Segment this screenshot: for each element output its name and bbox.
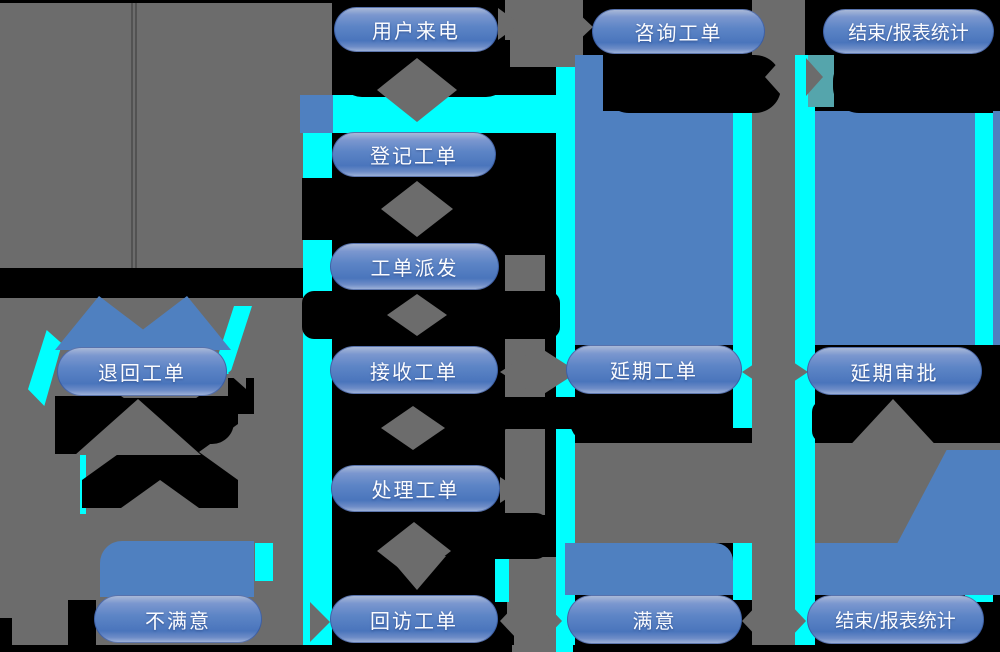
node-label: 满意: [632, 609, 677, 633]
bg-seam-line: [135, 3, 137, 268]
node-label: 结束/报表统计: [848, 22, 969, 44]
arrow-down-tip: [388, 556, 446, 590]
node-label: 不满意: [145, 608, 211, 633]
shadow-patch: [302, 178, 342, 240]
node-receive-ticket: 接收工单: [330, 346, 498, 394]
bg-gray-mid-bottom-corridor: [507, 557, 557, 652]
node-end-report-top: 结束/报表统计: [823, 9, 994, 54]
connector-band-end-bottom: [815, 543, 1000, 595]
artifact-cyan-band: [975, 113, 993, 345]
connector-band-end-approval: [815, 111, 975, 345]
node-label: 接收工单: [370, 359, 458, 384]
artifact-cyan-band: [733, 55, 752, 428]
artifact-cyan-band: [332, 95, 558, 133]
bg-seam-line: [131, 3, 133, 268]
connector-band-consult-delay: [575, 111, 733, 345]
bg-gray-top-left: [0, 3, 332, 268]
artifact-cyan-band: [795, 55, 815, 645]
node-label: 延期审批: [850, 360, 939, 385]
connector-band-stub: [300, 95, 333, 133]
node-register-ticket: 登记工单: [332, 132, 496, 177]
arrow-right-tip: [577, 12, 593, 42]
shadow-patch: [68, 600, 96, 645]
node-user-call: 用户来电: [334, 7, 498, 52]
bg-gray-bottom-gap: [512, 645, 556, 652]
node-label: 工单派发: [370, 256, 459, 280]
artifact-cyan-patch: [556, 635, 573, 652]
node-label: 延期工单: [610, 359, 698, 383]
bg-black-strip: [0, 268, 318, 298]
bg-black-bottom-strip: [0, 645, 1000, 652]
shadow-end-top: [833, 55, 1000, 113]
node-unsatisfied: 不满意: [94, 595, 262, 643]
node-end-report-bottom: 结束/报表统计: [807, 595, 984, 644]
artifact-cyan-band: [733, 543, 752, 600]
node-label: 登记工单: [370, 144, 458, 168]
arrow-left-tip: [742, 604, 758, 638]
node-revisit-ticket: 回访工单: [330, 595, 498, 643]
artifact-cyan-patch: [255, 543, 273, 581]
shadow-delay-ticket: [570, 400, 730, 443]
node-label: 咨询工单: [634, 21, 723, 45]
node-process-ticket: 处理工单: [331, 465, 500, 512]
node-delay-approval: 延期审批: [807, 347, 982, 395]
node-label: 回访工单: [370, 608, 458, 633]
shadow-consult: [603, 55, 781, 113]
shadow-patch: [502, 628, 514, 648]
node-return-ticket: 退回工单: [57, 347, 227, 396]
connector-band-sliver: [993, 111, 1000, 345]
node-satisfied: 满意: [567, 595, 742, 644]
node-delay-ticket: 延期工单: [566, 345, 742, 394]
node-label: 结束/报表统计: [835, 610, 956, 632]
shadow-patch: [500, 397, 578, 429]
node-label: 处理工单: [371, 478, 460, 502]
artifact-cyan-band: [556, 67, 575, 652]
bg-gray-top-corridor: [505, 0, 583, 67]
connector-band-unsatisfied: [100, 541, 254, 597]
node-dispatch-ticket: 工单派发: [330, 243, 499, 290]
connector-band-satisfied: [565, 543, 733, 595]
node-label: 退回工单: [98, 361, 186, 385]
connector-band-stub: [575, 55, 603, 113]
node-label: 用户来电: [372, 19, 460, 43]
artifact-cyan-patch: [495, 557, 509, 602]
node-consult-ticket: 咨询工单: [592, 9, 765, 54]
shadow-patch: [0, 618, 12, 652]
